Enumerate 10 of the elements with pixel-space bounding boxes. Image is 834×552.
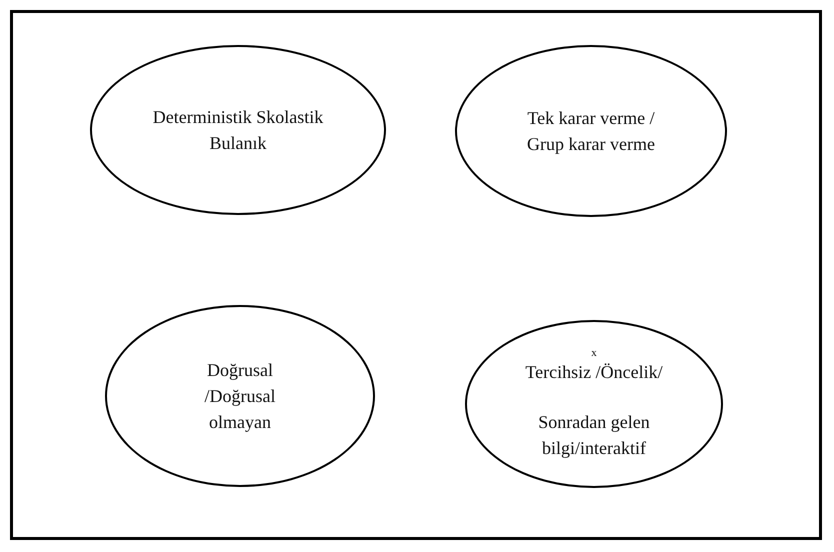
node-label: Sonradan gelen bilgi/interaktif bbox=[537, 411, 651, 460]
ellipse-node bbox=[105, 305, 375, 487]
node-label: Deterministik Skolastik Bulanık bbox=[152, 106, 324, 155]
node-label: Tek karar verme / Grup karar verme bbox=[526, 107, 656, 156]
node-label: Tercihsiz /Öncelik/ bbox=[525, 361, 663, 384]
ellipse-node bbox=[90, 45, 386, 215]
ellipse-node bbox=[465, 320, 723, 488]
node-label: x bbox=[591, 347, 597, 359]
ellipse-node bbox=[455, 45, 727, 217]
node-label: Doğrusal /Doğrusal olmayan bbox=[204, 359, 276, 434]
